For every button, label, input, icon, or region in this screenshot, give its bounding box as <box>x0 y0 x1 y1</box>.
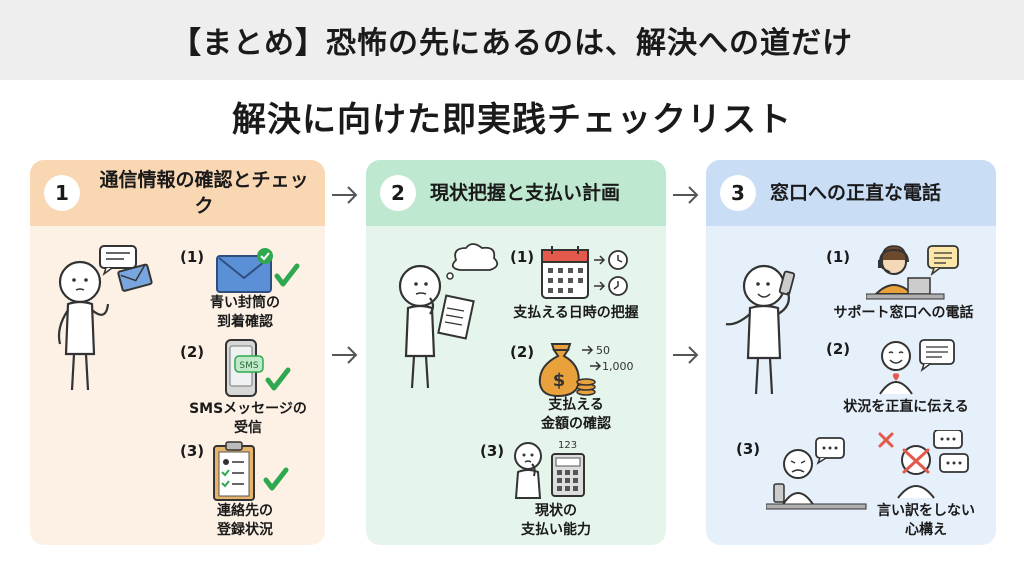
support-operator-icon <box>866 245 959 300</box>
amount-large-text: 1,000 <box>602 360 634 373</box>
step-1-item-2-number: (2) <box>180 343 205 361</box>
step-3-item-1-number: (1) <box>826 248 851 266</box>
step-3-number: 3 <box>720 175 756 211</box>
step-2-item-1-label: 支払える日時の把握 <box>513 305 639 321</box>
smiling-person-heart-icon <box>879 339 955 395</box>
calculator-number-text: 123 <box>558 440 577 451</box>
step-1-number: 1 <box>44 175 80 211</box>
step-1-item-3-label: 連絡先の 登録状況 <box>217 503 273 538</box>
step-2-number: 2 <box>380 175 416 211</box>
step-2-item-2-number: (2) <box>510 343 535 361</box>
step-3-item-1-label: サポート窓口への電話 <box>833 305 974 321</box>
step-1-item-3-number: (3) <box>180 442 205 460</box>
envelope-icon <box>216 248 300 293</box>
step-2-item-1-number: (1) <box>510 248 535 266</box>
step-2-header: 2 現状把握と支払い計画 <box>366 160 666 226</box>
step-2-item-2-label: 支払える 金額の確認 <box>541 397 611 432</box>
step-2-item-3-label: 現状の 支払い能力 <box>521 503 591 538</box>
step-1-title: 通信情報の確認とチェック <box>99 169 309 217</box>
step-1-item-1-label: 青い封筒の 到着確認 <box>210 295 280 330</box>
smartphone-sms-icon: SMS <box>225 339 291 397</box>
svg-text:$: $ <box>553 370 566 391</box>
arrow-right-icon <box>332 186 358 204</box>
step-panel-3: 3 窓口への正直な電話 (1) サポート窓口への電話 (2) <box>706 160 996 545</box>
step-2-title: 現状把握と支払い計画 <box>430 182 621 204</box>
top-banner: 【まとめ】恐怖の先にあるのは、解決への道だけ <box>0 0 1024 80</box>
step-3-title: 窓口への正直な電話 <box>770 182 942 204</box>
step-3-item-3-label: 言い訳をしない 心構え <box>877 503 975 538</box>
thinking-person-with-document-icon <box>398 243 499 389</box>
money-bag-coins-icon: $ 50 1,000 <box>538 343 634 398</box>
person-on-phone-icon <box>725 264 796 395</box>
amount-small-text: 50 <box>596 344 610 357</box>
arrow-right-icon <box>673 186 699 204</box>
step-3-item-3-number: (3) <box>736 440 761 458</box>
step-panel-2: 2 現状把握と支払い計画 (1) 支払える日時の把握 <box>366 160 666 545</box>
clipboard-checklist-icon <box>213 441 289 501</box>
step-3-header: 3 窓口への正直な電話 <box>706 160 996 226</box>
banner-title: 【まとめ】恐怖の先にあるのは、解決への道だけ <box>171 26 853 61</box>
step-2-item-3-number: (3) <box>480 442 505 460</box>
step-panel-1: 1 通信情報の確認とチェック (1) 青い封筒の 到着確認 (2) SMS <box>30 160 325 545</box>
thinking-person-icon <box>57 245 153 391</box>
step-3-item-2-label: 状況を正直に伝える <box>843 399 969 415</box>
sms-icon-text: SMS <box>239 361 258 371</box>
step-1-item-1-number: (1) <box>180 248 205 266</box>
arrow-right-icon <box>332 346 358 364</box>
step-3-item-2-number: (2) <box>826 340 851 358</box>
step-1-item-2-label: SMSメッセージの 受信 <box>189 401 307 436</box>
no-excuses-icon <box>878 430 969 499</box>
step-1-header: 1 通信情報の確認とチェック <box>30 160 325 226</box>
page-title: 解決に向けた即実践チェックリスト <box>232 100 792 140</box>
person-calculator-icon: 123 <box>514 440 585 499</box>
arrow-right-icon <box>673 346 699 364</box>
calendar-clock-icon <box>541 246 628 299</box>
worried-person-at-desk-icon <box>766 437 867 510</box>
